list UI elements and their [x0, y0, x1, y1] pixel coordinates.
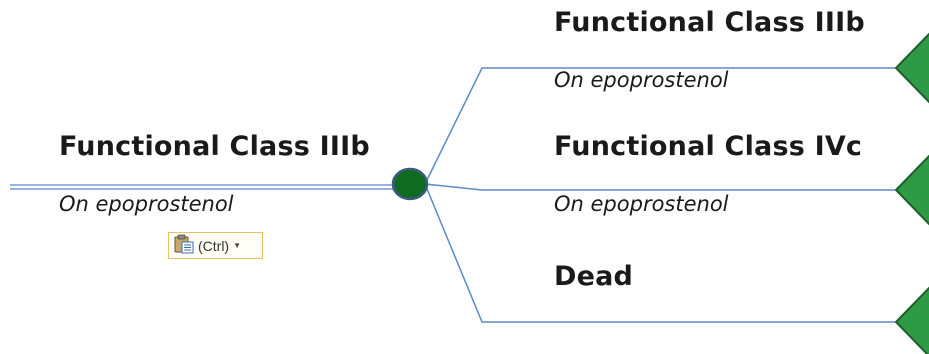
root-node-subtitle: On epoprostenol [59, 192, 234, 216]
branch-1-subtitle: On epoprostenol [554, 68, 729, 92]
chevron-down-icon: ▼ [233, 241, 242, 250]
branch-2-title: Functional Class IVc [554, 131, 863, 162]
chance-node[interactable] [391, 167, 429, 201]
branch-2-subtitle: On epoprostenol [554, 192, 729, 216]
paste-options-button[interactable]: (Ctrl) ▼ [168, 232, 263, 259]
terminal-node-3[interactable] [894, 286, 929, 354]
branch-line-2 [424, 183, 902, 191]
incoming-branch-line [10, 184, 393, 190]
terminal-node-2[interactable] [894, 154, 929, 226]
branch-1-title: Functional Class IIIb [554, 7, 865, 38]
branch-line-3 [424, 183, 902, 323]
branch-3-title: Dead [554, 261, 634, 292]
root-node-title: Functional Class IIIb [59, 131, 370, 162]
paste-options-label: (Ctrl) [198, 237, 230, 254]
clipboard-paste-icon [173, 234, 195, 257]
terminal-node-1[interactable] [894, 32, 929, 104]
branch-line-1 [424, 67, 902, 185]
